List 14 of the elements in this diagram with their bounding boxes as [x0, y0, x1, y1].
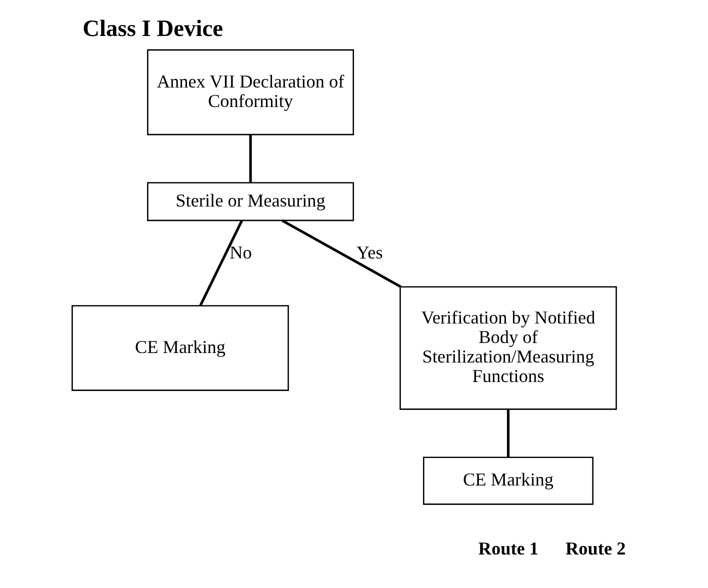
connector — [506, 409, 510, 458]
node-box: CE Marking — [72, 305, 289, 391]
label: Route 1 — [478, 538, 539, 559]
diagram-title: Class I Device — [82, 16, 224, 42]
node-box: CE Marking — [422, 456, 594, 505]
node-box: Annex VII Declaration of Conformity — [147, 49, 354, 136]
connector — [249, 135, 252, 182]
edge-label: No — [230, 242, 252, 262]
node-box: Verification by Notified Body of Sterilization/Measuring Functions — [400, 286, 617, 410]
connector — [281, 219, 402, 288]
edge-label: Yes — [356, 242, 383, 262]
label: Route 2 — [566, 538, 626, 559]
node-box: Sterile or Measuring — [147, 182, 354, 222]
connector — [199, 220, 244, 306]
